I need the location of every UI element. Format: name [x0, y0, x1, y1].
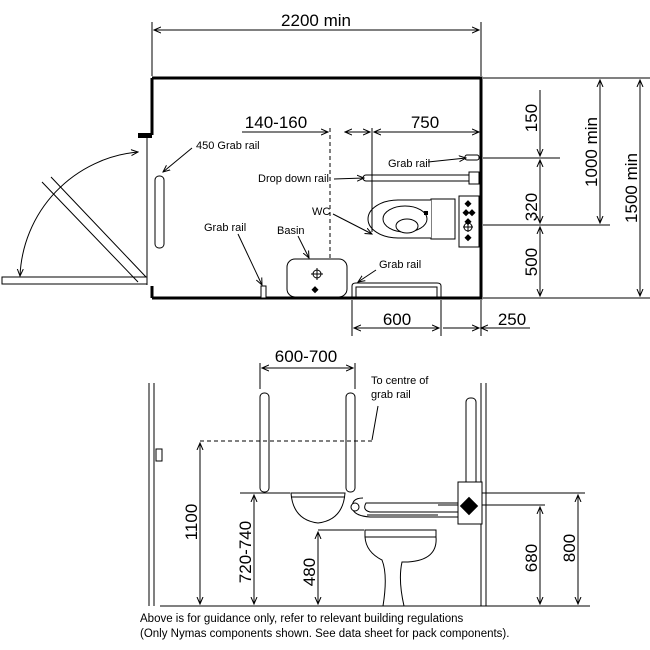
dim-bottom-600: 600	[383, 310, 411, 329]
basin	[286, 258, 348, 298]
dim-500: 500	[522, 248, 541, 276]
grab-rail-bottom	[351, 282, 442, 298]
dim-top-150: 150	[522, 104, 541, 132]
basin-elevation	[290, 492, 346, 524]
drop-down-rail-elevation	[350, 481, 483, 525]
label-centre-line2: grab rail	[371, 389, 411, 401]
wc-elevation	[364, 529, 437, 607]
plan-view: 2200 min 140-160 750 150 320 500 1000 mi…	[1, 11, 650, 336]
dim-320: 320	[522, 193, 541, 221]
dim-1000-min: 1000 min	[582, 117, 601, 187]
dim-width-total: 2200 min	[281, 11, 351, 30]
grab-rail-450	[154, 175, 165, 249]
vertical-grab-rails	[259, 392, 477, 493]
room-walls	[150, 76, 483, 300]
label-grab-rail-450: 450 Grab rail	[196, 140, 260, 152]
grab-rail-small	[260, 285, 267, 299]
dim-1500-min: 1500 min	[622, 153, 641, 223]
dim-basin-offset: 140-160	[245, 113, 307, 132]
label-grab-rail-left: Grab rail	[204, 222, 246, 234]
label-drop-down-rail: Drop down rail	[258, 173, 329, 185]
grab-rail-top	[464, 154, 480, 161]
drop-down-rail	[362, 174, 474, 182]
dim-rail-spacing: 600-700	[275, 347, 337, 366]
dim-480: 480	[300, 558, 319, 586]
dim-1100: 1100	[182, 504, 201, 541]
label-centre-line1: To centre of	[371, 375, 429, 387]
dim-720-740: 720-740	[236, 521, 255, 583]
dim-800: 800	[560, 534, 579, 562]
dim-680: 680	[522, 544, 541, 572]
dim-bottom-250: 250	[498, 310, 526, 329]
dim-wc-offset: 750	[411, 113, 439, 132]
label-wc: WC	[312, 206, 330, 218]
wc	[367, 198, 456, 240]
guidance-note: Above is for guidance only, refer to rel…	[140, 613, 464, 625]
wall-hook	[155, 448, 163, 462]
wall-panel	[458, 195, 480, 248]
door-stop	[138, 133, 152, 138]
door-swing	[1, 138, 148, 285]
label-basin: Basin	[277, 225, 305, 237]
label-grab-rail-top: Grab rail	[388, 158, 430, 170]
elevation-view: 600-700 To centre of grab rail 1100 720-…	[148, 347, 590, 607]
components-note: (Only Nymas components shown. See data s…	[140, 628, 510, 640]
label-grab-rail-bottom: Grab rail	[379, 259, 421, 271]
